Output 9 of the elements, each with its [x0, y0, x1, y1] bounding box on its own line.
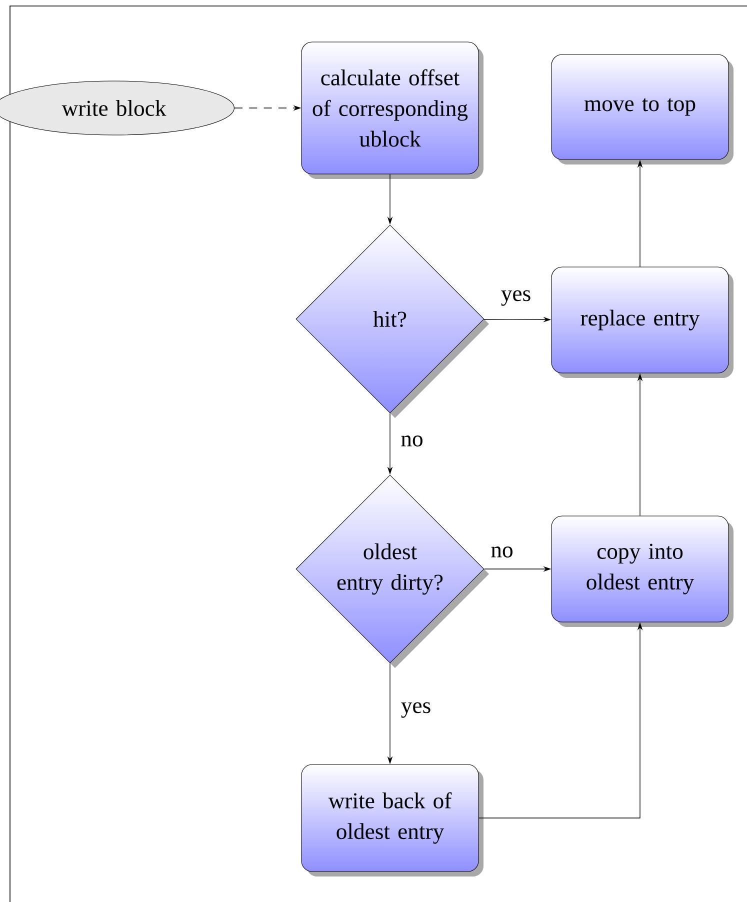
- process-box: copy into oldest entry: [551, 516, 734, 627]
- process-box: move to top: [551, 54, 734, 164]
- edge-label: yes: [400, 700, 432, 720]
- edge-label: no: [489, 545, 515, 559]
- process-box: replace entry: [551, 266, 734, 378]
- process-box: calculate offset of corresponding ublock: [301, 42, 484, 179]
- process-box: write back of oldest entry: [301, 764, 484, 877]
- edge-label: no: [399, 434, 425, 448]
- edge-label: yes: [500, 288, 532, 308]
